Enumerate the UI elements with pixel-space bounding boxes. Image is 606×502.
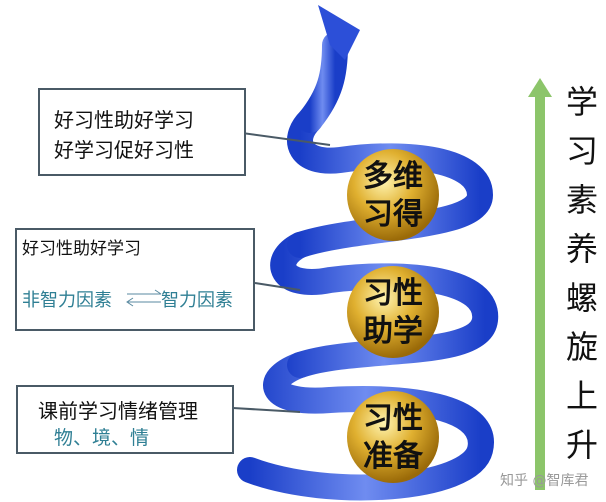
stage-ball-top <box>347 149 439 241</box>
spiral-arrowhead <box>318 5 360 60</box>
stage-ball-bottom <box>347 391 439 483</box>
stage-label-top: 多维习得 <box>363 159 423 232</box>
factor-right: 智力因素 <box>161 290 233 311</box>
double-arrow-icon <box>126 289 162 307</box>
factor-left: 非智力因素 <box>22 290 112 311</box>
box-line: 好学习促好习性 <box>54 138 194 162</box>
box-line: 好习性助好学习 <box>54 108 194 132</box>
box-line: 物、境、情 <box>54 427 150 449</box>
stage-ball-middle <box>347 266 439 358</box>
stage-label-middle: 习性助学 <box>363 276 423 349</box>
progress-arrow-shaft <box>535 95 545 490</box>
box-line: 课前学习情绪管理 <box>38 399 198 423</box>
watermark: 知乎 @智库君 <box>500 473 589 489</box>
progress-arrow-head <box>528 78 552 97</box>
box-preparation: 课前学习情绪管理 物、境、情 <box>16 385 234 454</box>
box-habits: 好习性助好学习 好学习促好习性 <box>38 88 246 176</box>
side-title: 学习素养 螺旋上升 <box>565 83 598 464</box>
stage-label-bottom: 习性准备 <box>363 401 423 474</box>
box-title: 好习性助好学习 <box>22 239 141 259</box>
box-factors: 好习性助好学习 非智力因素 智力因素 <box>15 228 255 331</box>
